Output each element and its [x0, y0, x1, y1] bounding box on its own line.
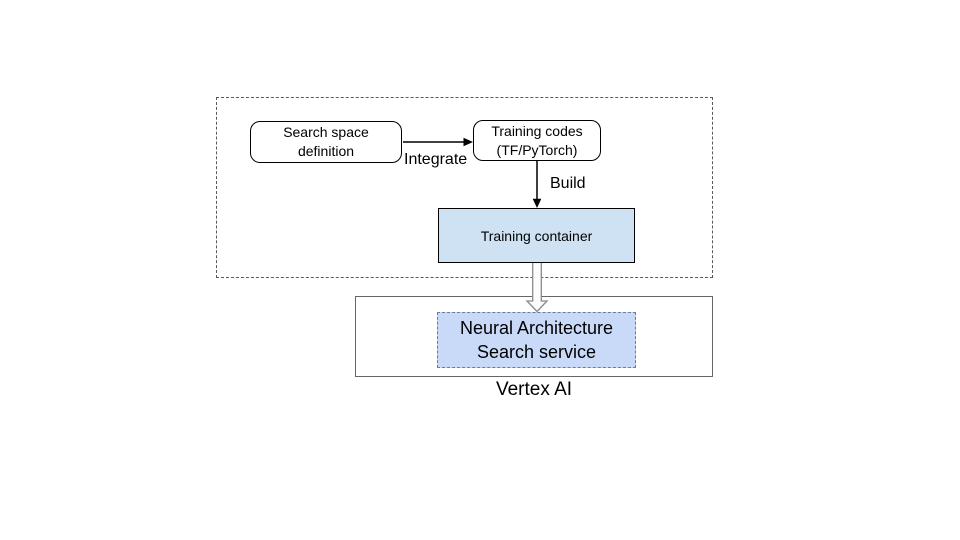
neural-architecture-search-service-node: Neural Architecture Search service	[437, 312, 636, 368]
vertex-ai-label: Vertex AI	[495, 379, 573, 400]
integrate-edge-label: Integrate	[404, 151, 468, 168]
training-codes-node: Training codes (TF/PyTorch)	[473, 120, 601, 161]
training-container-node: Training container	[438, 208, 635, 263]
build-edge-label: Build	[550, 175, 586, 192]
development-area-container	[216, 97, 713, 278]
search-space-definition-node: Search space definition	[250, 121, 402, 163]
